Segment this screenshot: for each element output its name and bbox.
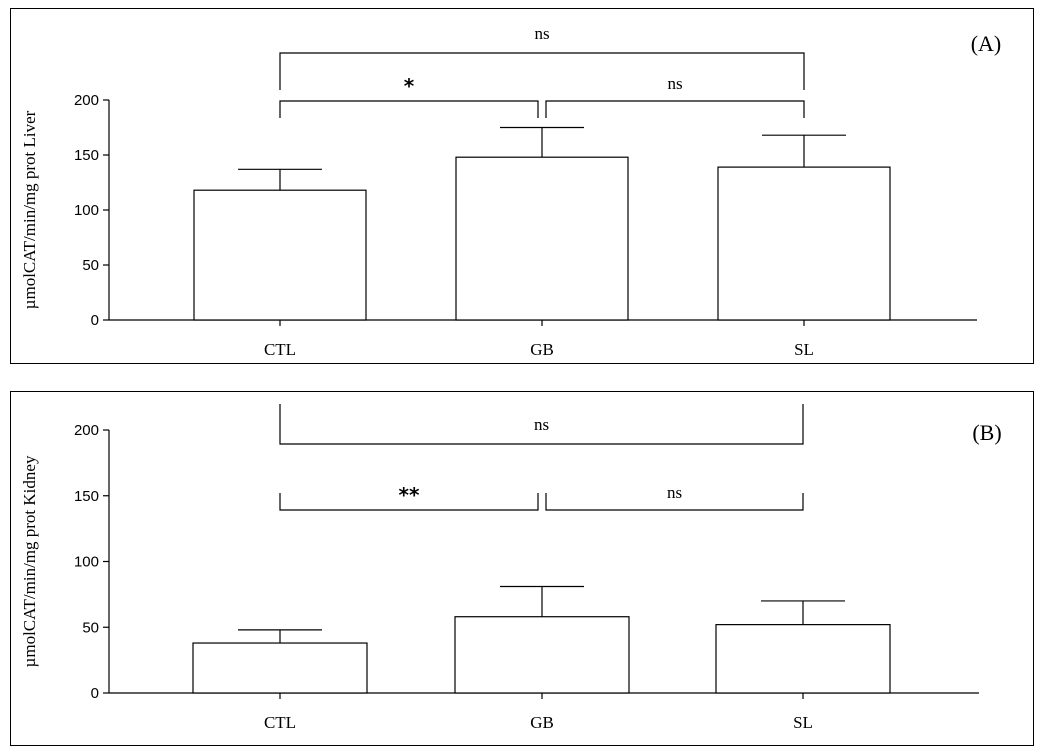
y-tick-label-a-4: 200 (74, 92, 99, 109)
x-tick-label-b-gb: GB (530, 713, 554, 732)
x-tick-label-b-ctl: CTL (264, 713, 296, 732)
significance-bracket-b-1 (545, 493, 804, 511)
significance-label-b-1: ns (667, 483, 682, 502)
significance-label-b-0: ** (399, 483, 420, 507)
significance-label-b-2: ns (534, 415, 549, 434)
y-axis-label-b: µmolCAT/min/mg prot Kidney (20, 455, 39, 667)
y-tick-label-a-0: 0 (91, 312, 99, 329)
bar-b-ctl (192, 642, 368, 694)
x-tick-label-b-sl: SL (793, 713, 813, 732)
y-tick-label-b-2: 100 (74, 554, 99, 571)
significance-bracket-b-2 (279, 404, 804, 445)
chart-panel-b: 0 50 100 150 200 µmolCAT/min/mg prot Kidney (B… (10, 391, 1034, 746)
bar-a-ctl (193, 189, 367, 321)
panel-label-b: (B) (972, 420, 1001, 445)
significance-bracket-a-0 (279, 100, 539, 118)
y-tick-label-a-2: 100 (74, 202, 99, 219)
significance-label-a-2: ns (534, 24, 549, 43)
y-tick-label-a-3: 150 (74, 147, 99, 164)
x-tick-label-a-sl: SL (794, 340, 814, 359)
y-tick-label-b-4: 200 (74, 422, 99, 439)
x-tick-label-a-ctl: CTL (264, 340, 296, 359)
significance-label-a-0: * (404, 74, 415, 98)
y-axis-label-a: µmolCAT/min/mg prot Liver (20, 110, 39, 309)
chart-panel-a: 0 50 100 150 200 µmolCAT/min/mg prot Liver (A)… (10, 8, 1034, 364)
significance-bracket-b-0 (279, 493, 539, 511)
significance-bracket-a-1 (545, 100, 805, 118)
bar-a-sl (717, 166, 891, 321)
bar-a-gb (455, 156, 629, 321)
significance-label-a-1: ns (667, 74, 682, 93)
y-tick-label-b-3: 150 (74, 488, 99, 505)
chart-a-svg: 0 50 100 150 200 µmolCAT/min/mg prot Liver (A)… (20, 24, 1002, 359)
y-tick-label-b-1: 50 (82, 619, 99, 636)
panel-label-a: (A) (971, 31, 1002, 56)
chart-b-svg: 0 50 100 150 200 µmolCAT/min/mg prot Kidney (B… (20, 404, 1002, 732)
bar-b-gb (454, 616, 630, 694)
significance-bracket-a-2 (279, 52, 805, 90)
bar-b-sl (715, 624, 891, 694)
y-tick-label-a-1: 50 (82, 257, 99, 274)
x-tick-label-a-gb: GB (530, 340, 554, 359)
y-tick-label-b-0: 0 (91, 685, 99, 702)
